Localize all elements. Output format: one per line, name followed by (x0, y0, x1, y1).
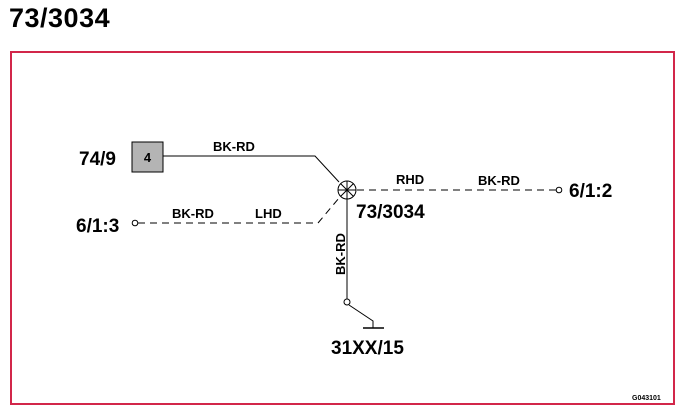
connector-box (131, 141, 164, 173)
page-title: 73/3034 (9, 3, 111, 33)
splice-junction-icon (337, 180, 357, 200)
ground-symbol-icon (348, 304, 384, 329)
wire-rhd-color-label: BK-RD (478, 173, 520, 188)
junction-ref-label: 73/3034 (356, 202, 425, 223)
diagram-frame (10, 51, 675, 405)
wire-rhd-label: RHD (396, 172, 424, 187)
figure-code: G043101 (632, 395, 661, 402)
connector-pin-label: 4 (144, 150, 152, 165)
ground-terminal-icon (343, 298, 351, 306)
ground-ref-label: 31XX/15 (331, 338, 404, 359)
wire-top-color-label: BK-RD (213, 139, 255, 154)
wire-lhd-color-label: BK-RD (172, 206, 214, 221)
connector-ref-label: 74/9 (79, 149, 116, 170)
wire-lhd (138, 197, 340, 224)
left-terminal-icon (131, 219, 139, 227)
wire-ground-color-label: BK-RD (333, 233, 348, 275)
right-terminal-icon (555, 186, 563, 194)
left-terminal-label: 6/1:3 (76, 216, 119, 237)
right-terminal-label: 6/1:2 (569, 181, 612, 202)
wire-top (163, 155, 340, 183)
wire-lhd-label: LHD (255, 206, 282, 221)
